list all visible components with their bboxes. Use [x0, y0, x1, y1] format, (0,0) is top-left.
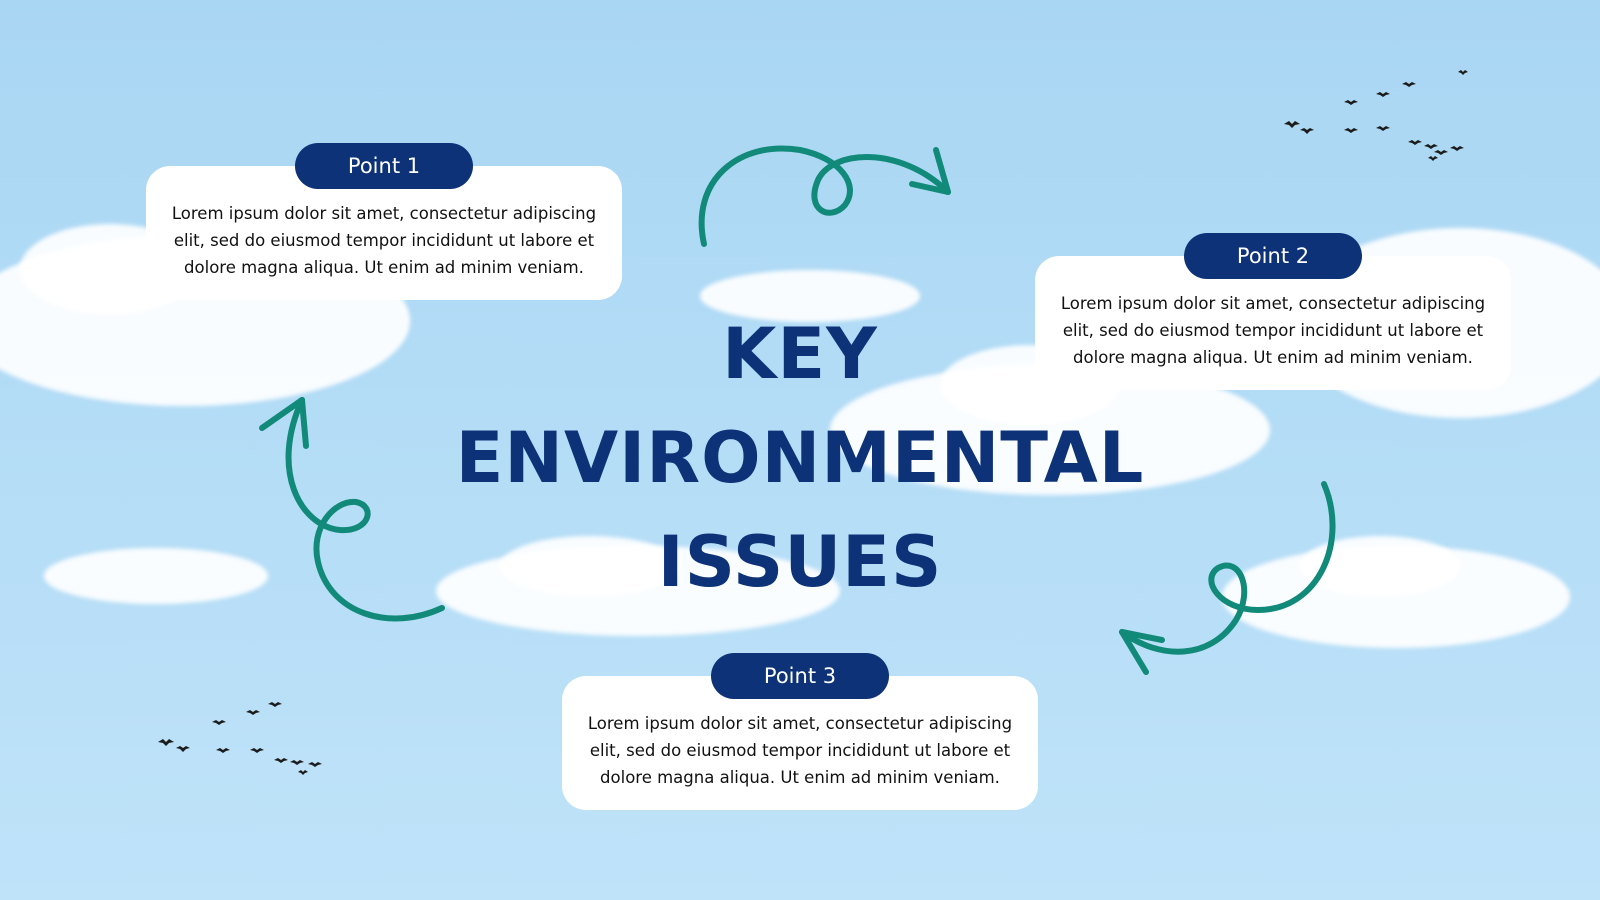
point-1-label: Point 1	[295, 143, 473, 189]
point-3-text: Lorem ipsum dolor sit amet, consectetur …	[587, 714, 1013, 787]
cloud-small-left	[44, 548, 268, 604]
page-title: KEY ENVIRONMENTAL ISSUES	[400, 302, 1200, 614]
cloud-bottom-center-top	[500, 536, 680, 596]
point-1-text: Lorem ipsum dolor sit amet, consectetur …	[171, 204, 597, 277]
title-line-1: KEY	[722, 313, 878, 395]
title-line-3: ISSUES	[657, 521, 943, 603]
cloud-top-center	[700, 270, 920, 322]
bird-flock-icon	[1284, 70, 1468, 161]
title-line-2: ENVIRONMENTAL	[455, 417, 1145, 499]
point-2-text: Lorem ipsum dolor sit amet, consectetur …	[1060, 294, 1486, 367]
point-3-label: Point 3	[711, 653, 889, 699]
point-2-label: Point 2	[1184, 233, 1362, 279]
bird-flock-icon	[158, 702, 322, 775]
